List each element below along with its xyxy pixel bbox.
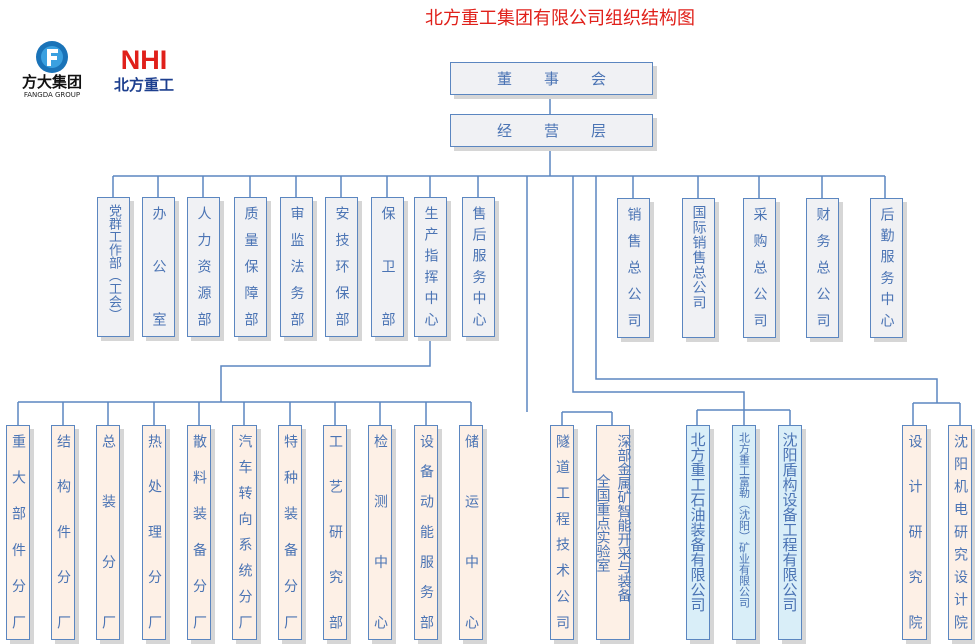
department-label: 保卫部: [379, 206, 396, 326]
company-label: 国际销售总公司: [690, 205, 707, 310]
management-char: 经: [496, 122, 512, 140]
production-unit-box: 特种装备分厂: [278, 425, 302, 640]
key-laboratory-box: 深部金属矿智能开采与装备 全国重点实验室: [594, 425, 632, 640]
company-box: 采购总公司: [743, 198, 776, 338]
department-box: 党群工作部（工会）: [97, 197, 130, 337]
production-unit-box: 重大部件分厂: [6, 425, 30, 640]
department-label: 生产指挥中心: [422, 206, 439, 326]
department-label: 办公室: [150, 206, 167, 326]
department-box: 办公室: [142, 197, 175, 337]
key-laboratory-label-line2: 全国重点实验室: [594, 474, 611, 572]
production-unit-box: 总装分厂: [96, 425, 120, 640]
company-box: 后勤服务中心: [870, 198, 903, 338]
subsidiary-label: 北方重工富勒（沈阳）矿业有限公司: [737, 432, 751, 608]
fangda-emblem-icon: [36, 41, 68, 73]
production-unit-box: 检测中心: [368, 425, 392, 640]
production-unit-label: 总装分厂: [100, 434, 116, 629]
production-command-center-box: 生产指挥中心: [414, 197, 447, 337]
production-unit-label: 工艺研究部: [327, 434, 343, 629]
institute-label: 设计研究院: [906, 434, 923, 629]
subsidiary-label: 北方重工石油装备有限公司: [688, 432, 707, 612]
institute-label: 沈阳机电研究设计院: [952, 434, 968, 629]
department-box: 审监法务部: [280, 197, 313, 337]
department-label: 质量保障部: [242, 206, 259, 326]
production-unit-label: 热处理分厂: [146, 434, 162, 629]
department-box: 售后服务中心: [462, 197, 495, 337]
department-label: 党群工作部（工会）: [106, 204, 121, 321]
nhi-mark: NHI: [120, 45, 168, 75]
institute-box: 沈阳机电研究设计院: [948, 425, 972, 640]
nhi-logo: NHI 北方重工: [100, 46, 188, 95]
company-box: 国际销售总公司: [682, 198, 715, 338]
fangda-name-cn: 方大集团: [21, 73, 82, 91]
company-box: 销售总公司: [617, 198, 650, 338]
production-unit-label: 储运中心: [463, 434, 479, 629]
company-label: 销售总公司: [625, 207, 642, 327]
production-unit-box: 散料装备分厂: [187, 425, 211, 640]
subsidiary-box: 北方重工石油装备有限公司: [686, 425, 710, 640]
production-unit-label: 汽车转向系统分厂: [236, 434, 253, 629]
production-unit-label: 散料装备分厂: [191, 434, 207, 629]
production-unit-box: 储运中心: [459, 425, 483, 640]
tunnel-engineering-box: 隧道工程技术公司: [550, 425, 574, 640]
department-label: 人力资源部: [195, 206, 212, 326]
tunnel-engineering-label: 隧道工程技术公司: [554, 434, 570, 629]
chart-title: 北方重工集团有限公司组织结构图: [425, 8, 695, 29]
department-box: 人力资源部: [187, 197, 220, 337]
production-unit-label: 特种装备分厂: [282, 434, 298, 629]
production-unit-box: 汽车转向系统分厂: [232, 425, 257, 640]
subsidiary-box: 沈阳盾构设备工程有限公司: [778, 425, 802, 640]
department-label: 审监法务部: [288, 206, 305, 326]
department-label: 安技环保部: [333, 206, 350, 326]
production-unit-box: 工艺研究部: [323, 425, 347, 640]
production-unit-box: 设备动能服务部: [414, 425, 438, 640]
institute-box: 设计研究院: [902, 425, 927, 640]
department-box: 安技环保部: [325, 197, 358, 337]
management-char: 层: [590, 122, 606, 140]
department-label: 售后服务中心: [470, 206, 487, 326]
production-unit-box: 热处理分厂: [142, 425, 166, 640]
management-box: 经营层: [450, 114, 653, 147]
board-char: 董: [496, 70, 512, 88]
subsidiary-label: 沈阳盾构设备工程有限公司: [780, 432, 799, 612]
production-unit-label: 重大部件分厂: [10, 434, 26, 629]
production-unit-box: 结构件分厂: [51, 425, 75, 640]
company-label: 后勤服务中心: [878, 207, 895, 327]
department-box: 保卫部: [371, 197, 404, 337]
department-box: 质量保障部: [234, 197, 267, 337]
company-label: 采购总公司: [751, 207, 768, 327]
production-unit-label: 结构件分厂: [55, 434, 71, 629]
management-char: 营: [543, 122, 559, 140]
board-char: 会: [590, 70, 606, 88]
subsidiary-box: 北方重工富勒（沈阳）矿业有限公司: [732, 425, 756, 640]
nhi-name-cn: 北方重工: [113, 76, 174, 94]
fangda-logo: 方大集团 FANGDA GROUP: [12, 40, 92, 99]
fangda-name-en: FANGDA GROUP: [23, 91, 81, 99]
board-char: 事: [543, 70, 559, 88]
company-box: 财务总公司: [806, 198, 839, 338]
company-label: 财务总公司: [814, 207, 831, 327]
production-unit-label: 设备动能服务部: [418, 434, 434, 629]
board-of-directors-box: 董事会: [450, 62, 653, 95]
production-unit-label: 检测中心: [372, 434, 388, 629]
key-laboratory-label-line1: 深部金属矿智能开采与装备: [615, 434, 632, 602]
